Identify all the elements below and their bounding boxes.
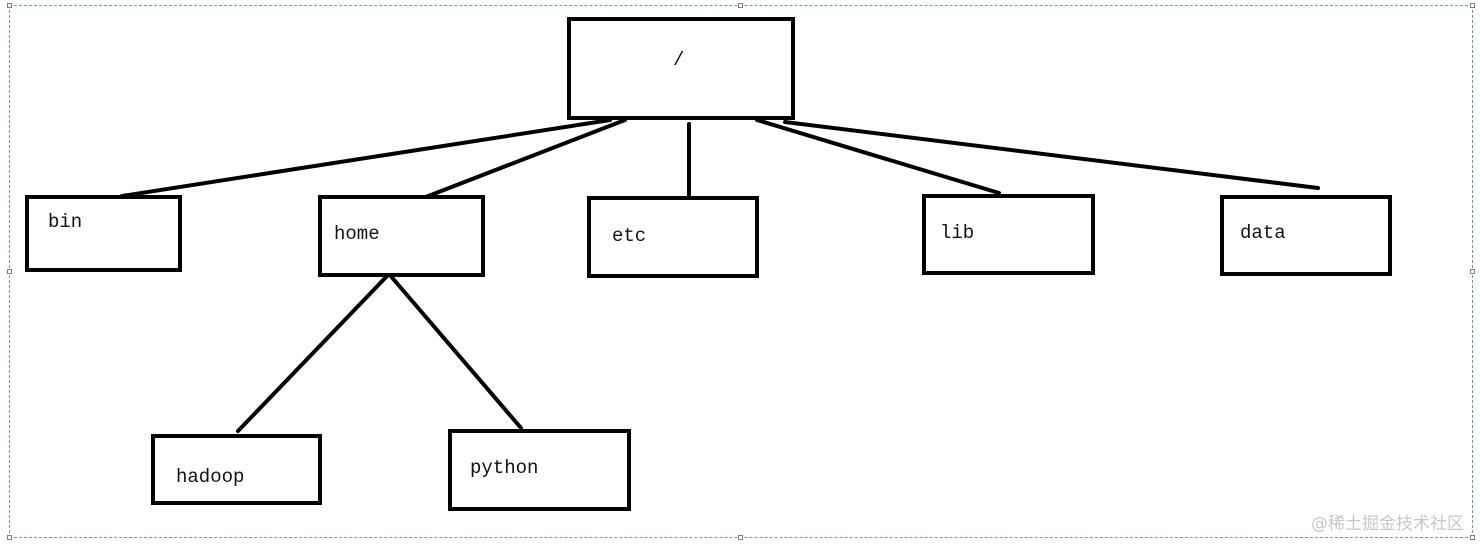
node-hadoop-label: hadoop (176, 466, 245, 488)
node-root[interactable]: / (567, 17, 795, 120)
edge-home-hadoop (236, 272, 391, 433)
node-data-label: data (1240, 222, 1286, 244)
resize-handle-right[interactable] (1470, 269, 1475, 274)
node-python-label: python (470, 457, 539, 479)
edge-root-data (783, 120, 1320, 190)
node-lib-label: lib (940, 222, 975, 244)
resize-handle-bottom-left[interactable] (7, 535, 12, 540)
node-hadoop[interactable]: hadoop (151, 434, 322, 505)
resize-handle-bottom-right[interactable] (1470, 535, 1475, 540)
node-bin-label: bin (48, 211, 83, 233)
edge-home-python (387, 272, 523, 430)
watermark-text: @稀土掘金技术社区 (1311, 514, 1464, 534)
resize-handle-top-left[interactable] (7, 3, 12, 8)
resize-handle-top[interactable] (738, 3, 743, 8)
edge-root-lib (755, 118, 1001, 195)
node-data[interactable]: data (1220, 195, 1392, 276)
node-home-label: home (334, 223, 380, 245)
node-etc[interactable]: etc (587, 196, 759, 278)
node-bin[interactable]: bin (25, 195, 182, 272)
resize-handle-bottom[interactable] (738, 535, 743, 540)
resize-handle-left[interactable] (7, 269, 12, 274)
resize-handle-top-right[interactable] (1470, 3, 1475, 8)
edge-root-home (416, 118, 627, 202)
node-home[interactable]: home (318, 195, 485, 277)
node-lib[interactable]: lib (922, 194, 1095, 275)
node-etc-label: etc (612, 225, 647, 247)
node-python[interactable]: python (448, 429, 631, 511)
node-root-label: / (673, 49, 685, 71)
edge-root-bin (120, 118, 612, 198)
